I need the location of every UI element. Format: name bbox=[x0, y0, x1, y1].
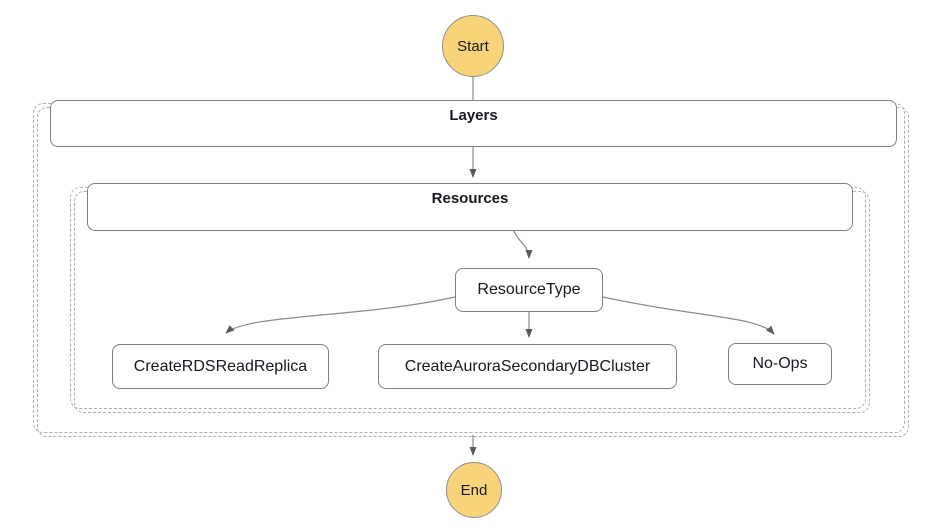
resource-type-label: ResourceType bbox=[477, 281, 581, 298]
create-aurora-secondary-db-cluster-node[interactable]: CreateAuroraSecondaryDBCluster bbox=[378, 344, 677, 389]
start-label: Start bbox=[457, 37, 489, 55]
layers-group-label: Layers bbox=[449, 107, 498, 124]
no-ops-node[interactable]: No-Ops bbox=[728, 343, 832, 385]
end-label: End bbox=[460, 481, 488, 499]
create-rds-read-replica-label: CreateRDSReadReplica bbox=[133, 357, 308, 375]
end-node[interactable]: End bbox=[446, 462, 502, 518]
layers-group-header[interactable]: Layers bbox=[50, 100, 897, 147]
resource-type-node[interactable]: ResourceType bbox=[455, 268, 603, 312]
create-aurora-secondary-db-cluster-label: CreateAuroraSecondaryDBCluster bbox=[404, 357, 651, 375]
resources-group-header[interactable]: Resources bbox=[87, 183, 853, 231]
no-ops-label: No-Ops bbox=[752, 355, 808, 372]
resources-group-label: Resources bbox=[431, 190, 509, 207]
create-rds-read-replica-node[interactable]: CreateRDSReadReplica bbox=[112, 344, 329, 389]
start-node[interactable]: Start bbox=[442, 15, 504, 77]
